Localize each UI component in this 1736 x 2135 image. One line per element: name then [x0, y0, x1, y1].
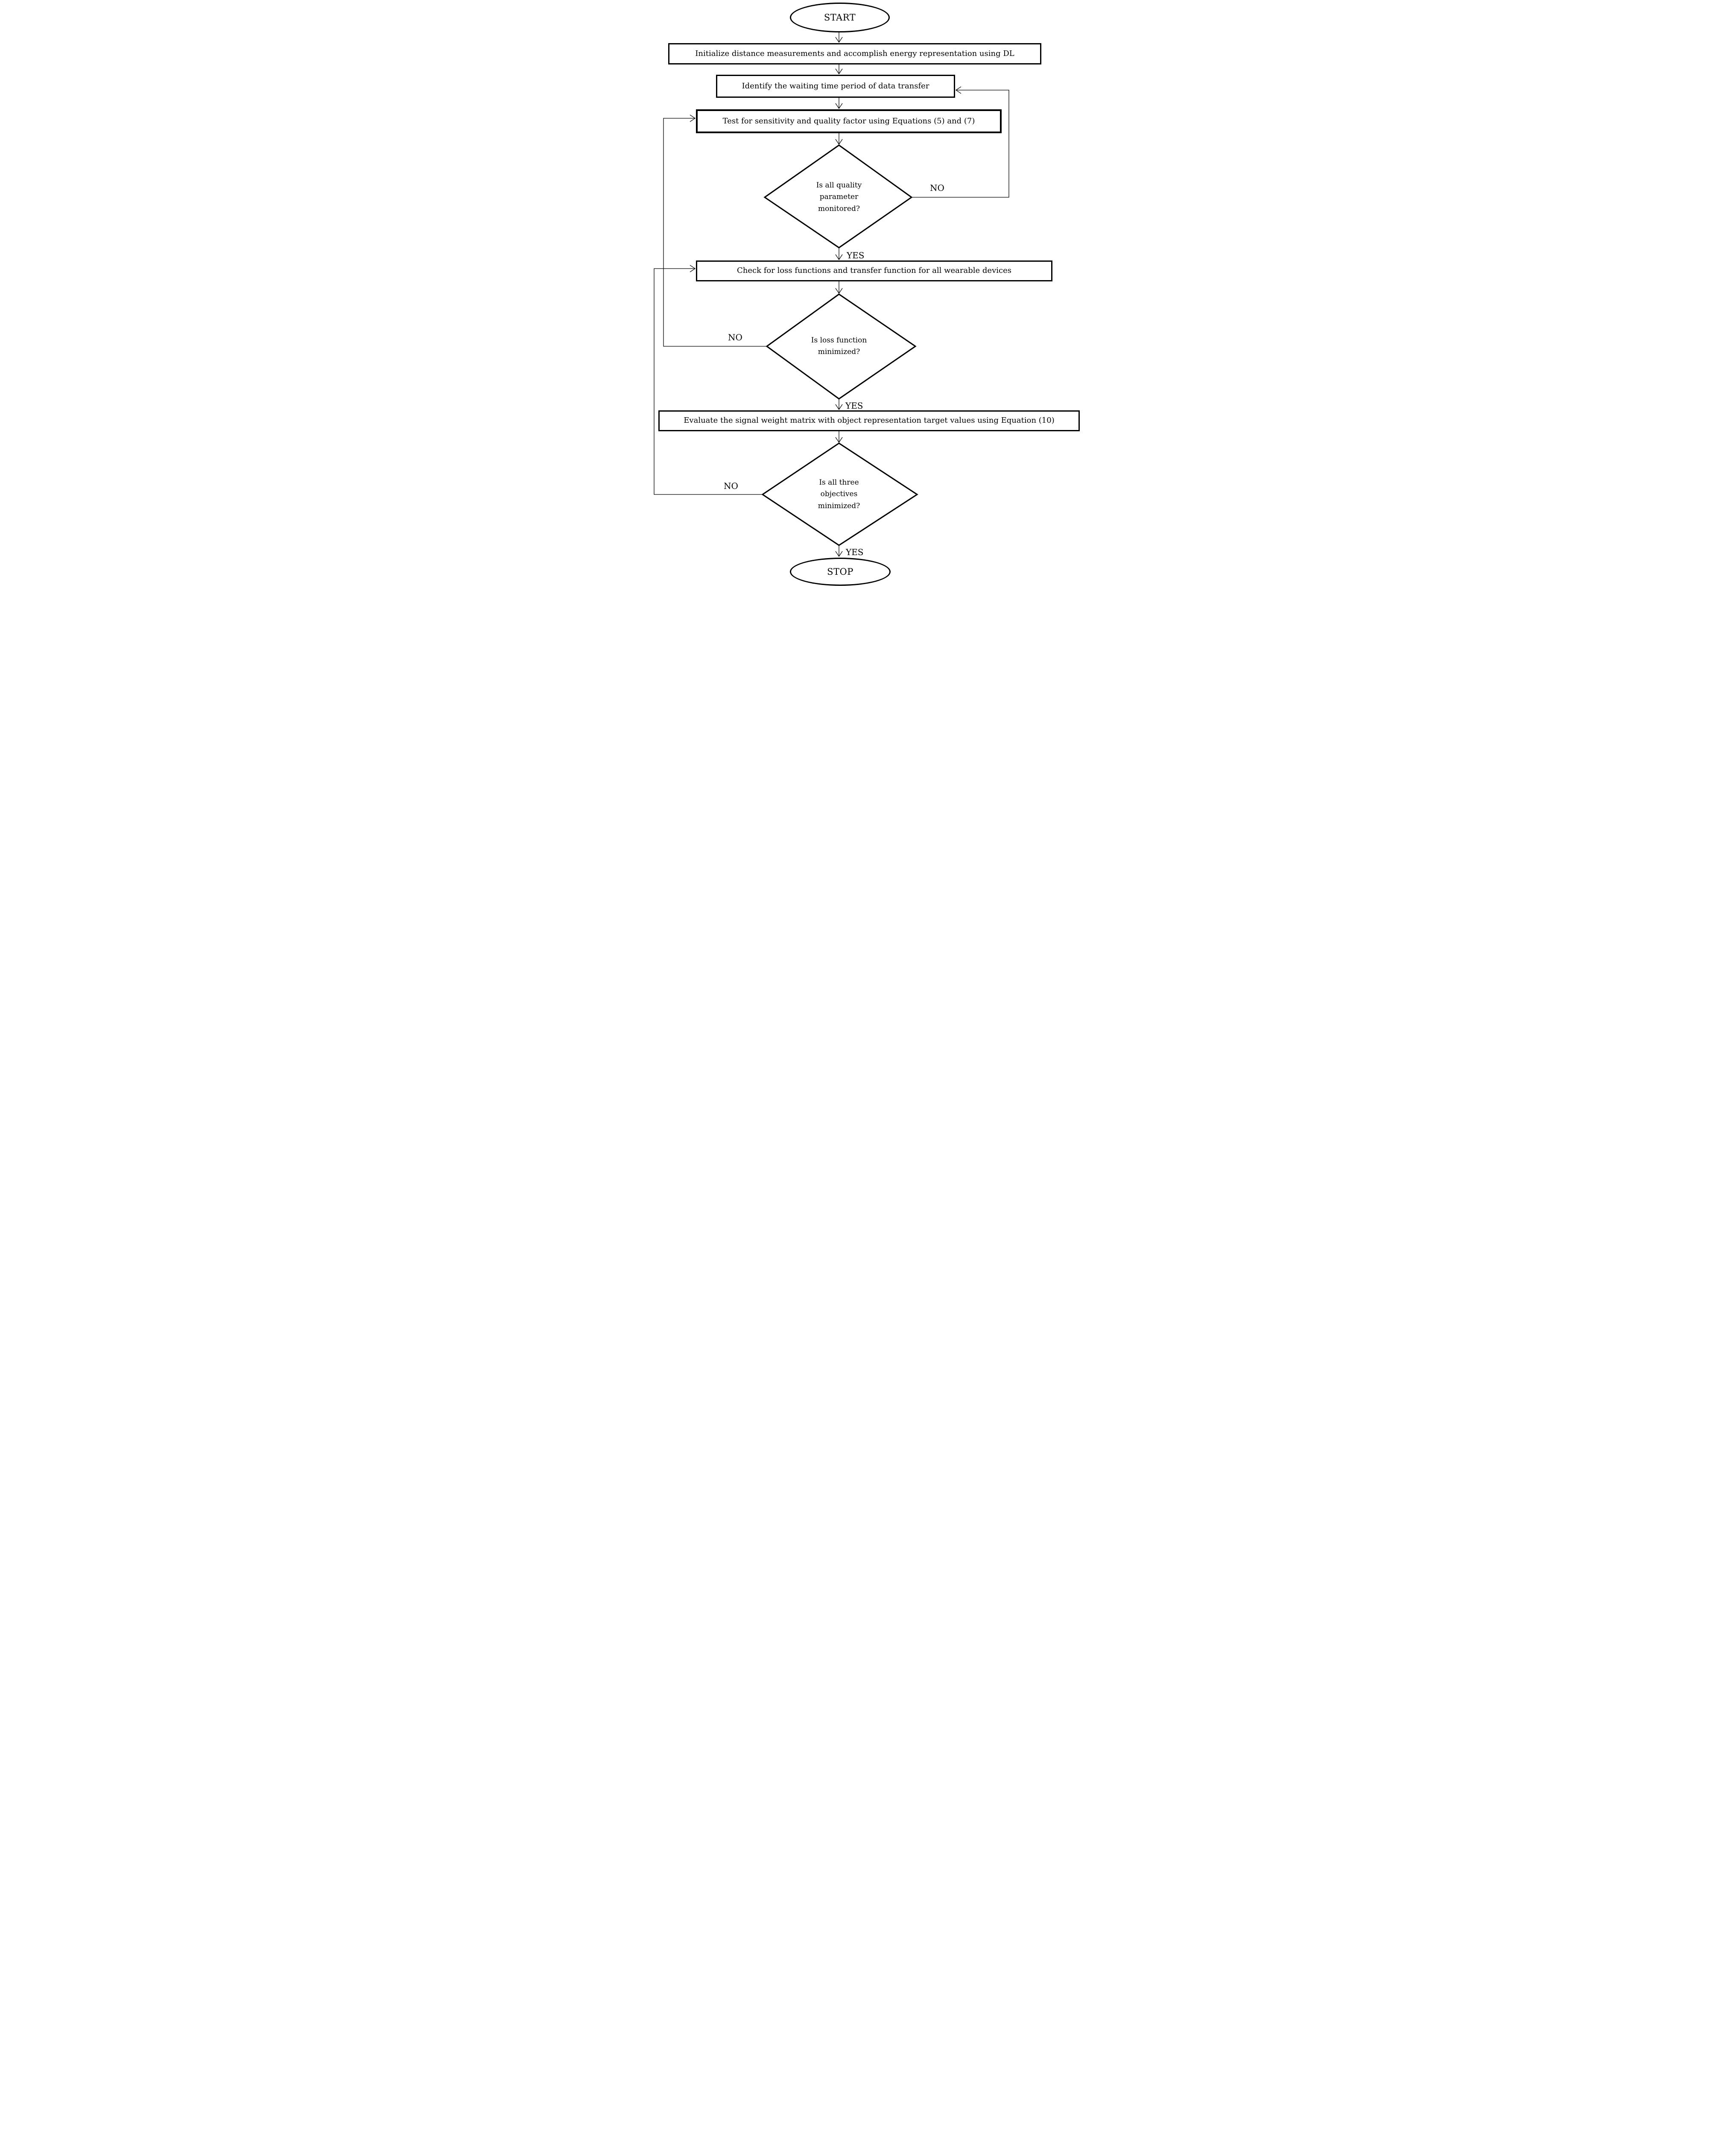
process-identify-box: Identify the waiting time period of data… [716, 75, 955, 98]
decision-loss-line2: minimized? [818, 348, 860, 356]
decision-loss-line1: Is loss function [811, 336, 867, 345]
decision-objectives-line3: minimized? [818, 501, 860, 510]
decision-objectives-line1: Is all three [819, 478, 859, 487]
process-test-box: Test for sensitivity and quality factor … [696, 109, 1002, 133]
start-label: START [824, 12, 856, 23]
decision-quality-line3: monitored? [818, 204, 860, 213]
yes-label-quality: YES [847, 250, 865, 260]
yes-label-objectives: YES [846, 547, 864, 557]
process-check-box: Check for loss functions and transfer fu… [696, 260, 1052, 281]
no-label-quality: NO [930, 183, 944, 193]
no-label-objectives: NO [724, 481, 738, 491]
decision-quality-question: Is all quality parameter monitored? [796, 173, 882, 222]
no-loop-loss-to-test [663, 114, 767, 347]
stop-label: STOP [827, 567, 853, 577]
decision-objectives-line2: objectives [820, 490, 858, 499]
decision-loss-shape [766, 293, 917, 400]
no-loop-objectives-to-check [654, 265, 763, 495]
process-initialize-box: Initialize distance measurements and acc… [668, 43, 1041, 64]
decision-objectives-question: Is all three objectives minimized? [796, 470, 882, 519]
yes-label-loss: YES [845, 401, 863, 411]
process-check-label: Check for loss functions and transfer fu… [737, 266, 1011, 275]
process-evaluate-box: Evaluate the signal weight matrix with o… [658, 410, 1080, 431]
no-label-loss: NO [728, 332, 742, 342]
decision-quality-line2: parameter [819, 193, 859, 202]
flowchart-canvas: START STOP Initialize distance measureme… [651, 0, 1085, 589]
process-initialize-label: Initialize distance measurements and acc… [695, 49, 1014, 58]
start-terminal: START [790, 3, 890, 32]
decision-quality-shape [763, 144, 913, 249]
process-test-label: Test for sensitivity and quality factor … [722, 116, 975, 126]
process-evaluate-label: Evaluate the signal weight matrix with o… [684, 416, 1055, 425]
decision-objectives-shape [761, 442, 918, 546]
decision-loss-question: Is loss function minimized? [792, 334, 886, 359]
stop-terminal: STOP [790, 558, 891, 586]
process-identify-label: Identify the waiting time period of data… [742, 81, 929, 91]
decision-quality-line1: Is all quality [816, 181, 862, 190]
no-loop-quality-to-identify [912, 86, 1009, 198]
connector-layer [654, 32, 1009, 557]
